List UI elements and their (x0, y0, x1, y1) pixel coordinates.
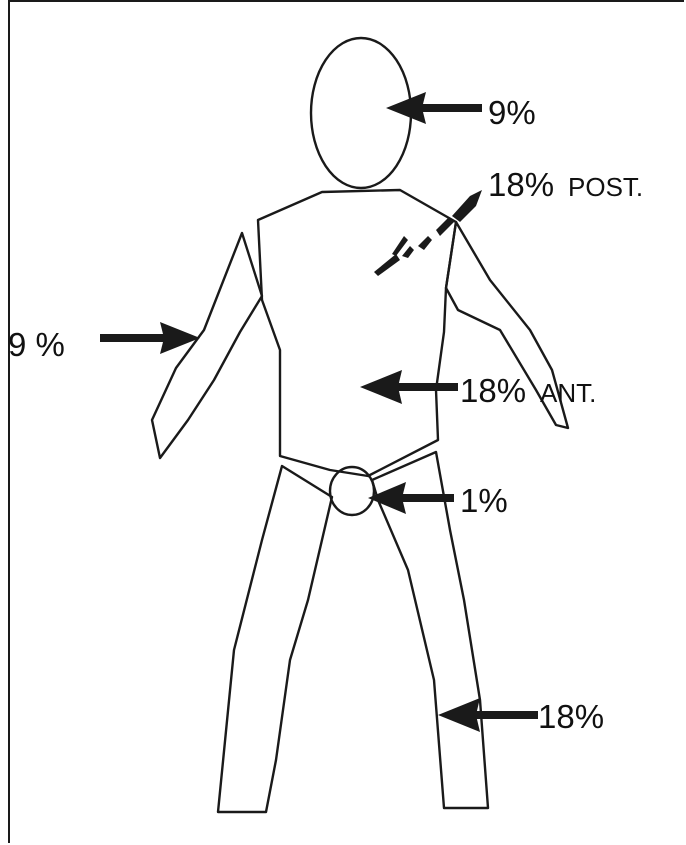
leg-percent-label: 18% (538, 698, 604, 735)
head-percent-label: 9% (488, 94, 536, 131)
head-outline (311, 38, 411, 188)
front-suffix-label: ANT. (540, 378, 596, 408)
back-percent-label: 18% (488, 166, 554, 203)
front-percent-label: 18% (460, 372, 526, 409)
head-arrow (386, 92, 482, 124)
arm-arrow (100, 322, 200, 354)
arm-percent-label: 9 % (8, 326, 65, 363)
torso-outline (258, 190, 456, 476)
back-suffix-label: POST. (568, 172, 643, 202)
left-leg-outline (218, 466, 332, 812)
groin-percent-label: 1% (460, 482, 508, 519)
back-arrow (374, 190, 482, 276)
leg-arrow (438, 698, 538, 732)
front-arrow (360, 370, 458, 404)
